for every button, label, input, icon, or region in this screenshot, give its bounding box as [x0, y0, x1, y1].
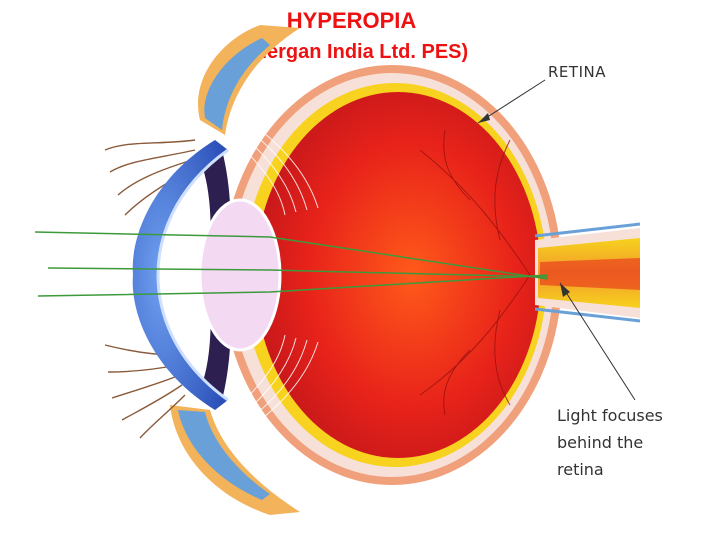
focus-label: Light focuses behind the retina [557, 402, 697, 483]
focus-label-line1: Light focuses [557, 402, 697, 429]
focus-label-line3: retina [557, 456, 697, 483]
lens [200, 200, 280, 350]
retina-label: RETINA [548, 63, 606, 81]
focus-label-line2: behind the [557, 429, 697, 456]
